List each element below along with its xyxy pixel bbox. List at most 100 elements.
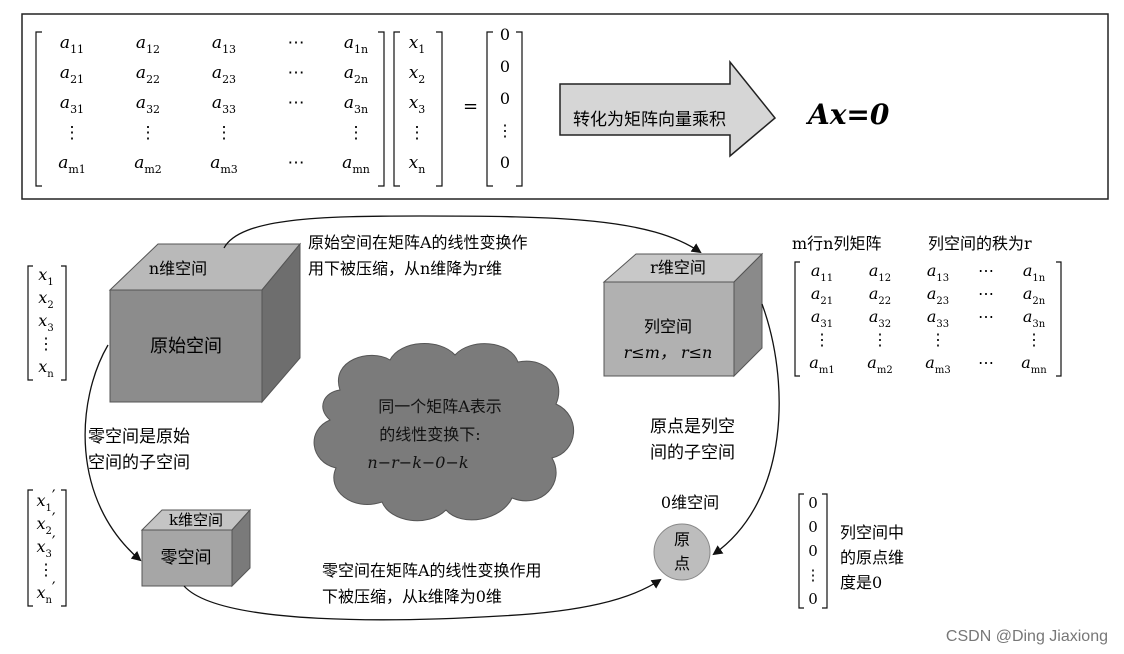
vector-x: x1 x2 x3 ⋮ xn: [409, 33, 426, 176]
left-vector-prime-cell: ⋮: [38, 560, 54, 579]
cube-column-top-label: r维空间: [650, 258, 706, 277]
result-equation: Ax=0: [805, 98, 890, 131]
left-vector-cell: ⋮: [38, 334, 54, 353]
vector-x-cell: x1: [409, 33, 426, 56]
cube-original-space: n维空间 原始空间: [108, 242, 302, 404]
matrix-A-cell: a3n: [344, 93, 368, 116]
matrix-A-cell: a21: [60, 63, 84, 86]
right-note-line-3: 度是0: [840, 573, 882, 592]
vector-zero-cell: 0: [500, 89, 510, 108]
right-matrix-cell: a1n: [1023, 261, 1046, 284]
matrix-A-cell: ⋮: [140, 123, 157, 143]
vector-zero-cell: 0: [500, 25, 510, 44]
matrix-A-cell: a1n: [344, 33, 368, 56]
bottom-arrow-text-line-1: 零空间在矩阵A的线性变换作用: [322, 561, 542, 580]
right-matrix-cell: a33: [927, 307, 949, 330]
vector-zero: 000⋮0: [497, 25, 513, 172]
matrix-A-cell: a23: [212, 63, 236, 86]
left-vector-prime-cell: x3′: [36, 532, 55, 560]
matrix-A-cell: a22: [136, 63, 160, 86]
transform-arrow-shape: [559, 59, 777, 158]
matrix-A-cell: ⋮: [64, 123, 81, 143]
right-matrix-cell: ⋯: [978, 261, 994, 280]
left-vector-cell: x1: [38, 265, 53, 288]
vector-x-cell: x2: [409, 63, 426, 86]
matrix-A-cell: a13: [212, 33, 236, 56]
arrows: [84, 215, 780, 621]
cube-null-space: k维空间 零空间: [140, 508, 252, 588]
matrix-A-cell: amn: [342, 153, 370, 176]
right-matrix-cell: ⋮: [1026, 330, 1042, 349]
right-note-line-2: 的原点维: [840, 548, 904, 567]
origin-note-line-1: 原点是列空: [650, 417, 735, 437]
cloud-text-line-2: 的线性变换下:: [379, 425, 480, 444]
matrix-A-cell: ⋯: [288, 93, 305, 113]
right-header-right: 列空间的秩为r: [928, 234, 1032, 253]
right-matrix-cell: ⋮: [872, 330, 888, 349]
origin-circle-line-2: 点: [674, 554, 690, 573]
arrow-original-to-column: [223, 215, 702, 254]
vector-x-cell: ⋮: [409, 123, 426, 143]
right-matrix-cell: a11: [811, 261, 833, 284]
right-matrix-cell: am1: [809, 353, 834, 376]
right-matrix-cell: ⋯: [978, 284, 994, 303]
cube-column-front-label: 列空间: [644, 317, 692, 336]
right-matrix-cell: a21: [811, 284, 833, 307]
arrow-column-to-origin: [712, 303, 780, 556]
left-vector-bracket: [27, 265, 67, 607]
arrow-null-to-origin: [183, 578, 662, 621]
right-zero-cell: 0: [808, 590, 818, 608]
cube-null-top-label: k维空间: [169, 511, 223, 529]
matrix-A-cell: a33: [212, 93, 236, 116]
right-matrix-cell: ⋯: [978, 307, 994, 326]
cube-column-space: r维空间 列空间 r≤m， r≤n: [602, 252, 764, 378]
origin-note-line-2: 间的子空间: [650, 443, 735, 463]
matrix-A-cell: ⋮: [348, 123, 365, 143]
left-vector-cell: x3: [38, 311, 53, 334]
matrix-A-cell: a32: [136, 93, 160, 116]
right-zero-vector: 000⋮0: [806, 494, 821, 608]
cube-null-front-label: 零空间: [161, 548, 212, 568]
equals-sign: =: [463, 96, 478, 117]
matrix-A-bracket: [35, 31, 523, 187]
matrix-A-cell: a31: [60, 93, 84, 116]
left-vector-prime-cell: x2′: [36, 509, 55, 537]
matrix-A-cell: am2: [134, 153, 162, 176]
top-arrow-text-line-1: 原始空间在矩阵A的线性变换作: [308, 233, 528, 252]
cloud-shape: 同一个矩阵A表示 的线性变换下: n−r−k−0−k: [313, 343, 574, 522]
null-note-line-1: 零空间是原始: [88, 427, 190, 447]
vector-x-cell: x3: [409, 93, 426, 116]
right-matrix-cell: a12: [869, 261, 891, 284]
right-matrix-cell: a23: [927, 284, 949, 307]
matrix-A-cell: ⋮: [216, 123, 233, 143]
matrix-A-cell: a12: [136, 33, 160, 56]
right-matrix-cell: amn: [1021, 353, 1047, 376]
right-matrix-cell: ⋮: [814, 330, 830, 349]
left-vector-cell: xn: [38, 357, 54, 380]
matrix-A-cell: am1: [58, 153, 86, 176]
left-vector-x-prime: x1′x2′x3′⋮xn′: [36, 486, 55, 606]
cube-original-top-label: n维空间: [149, 259, 207, 278]
origin-dimension-label: 0维空间: [661, 493, 719, 512]
right-matrix-bracket: [794, 261, 1062, 609]
right-matrix-cell: a3n: [1023, 307, 1046, 330]
right-matrix-cell: a31: [811, 307, 833, 330]
right-matrix-cell: am3: [925, 353, 950, 376]
right-matrix-cell: a22: [869, 284, 891, 307]
null-note-line-2: 空间的子空间: [88, 453, 190, 473]
bottom-arrow-text-line-2: 下被压缩，从k维降为0维: [322, 587, 502, 606]
origin-circle: [653, 523, 711, 581]
right-header-left: m行n列矩阵: [792, 234, 881, 253]
matrix-A-cell: a11: [60, 33, 84, 56]
right-zero-cell: 0: [808, 542, 818, 560]
right-matrix-cell: am2: [867, 353, 892, 376]
right-matrix-cell: a32: [869, 307, 891, 330]
vector-zero-cell: ⋮: [497, 121, 513, 140]
vector-x-cell: xn: [409, 153, 426, 176]
matrix-A-cell: ⋯: [288, 153, 305, 173]
vector-zero-cell: 0: [500, 57, 510, 76]
